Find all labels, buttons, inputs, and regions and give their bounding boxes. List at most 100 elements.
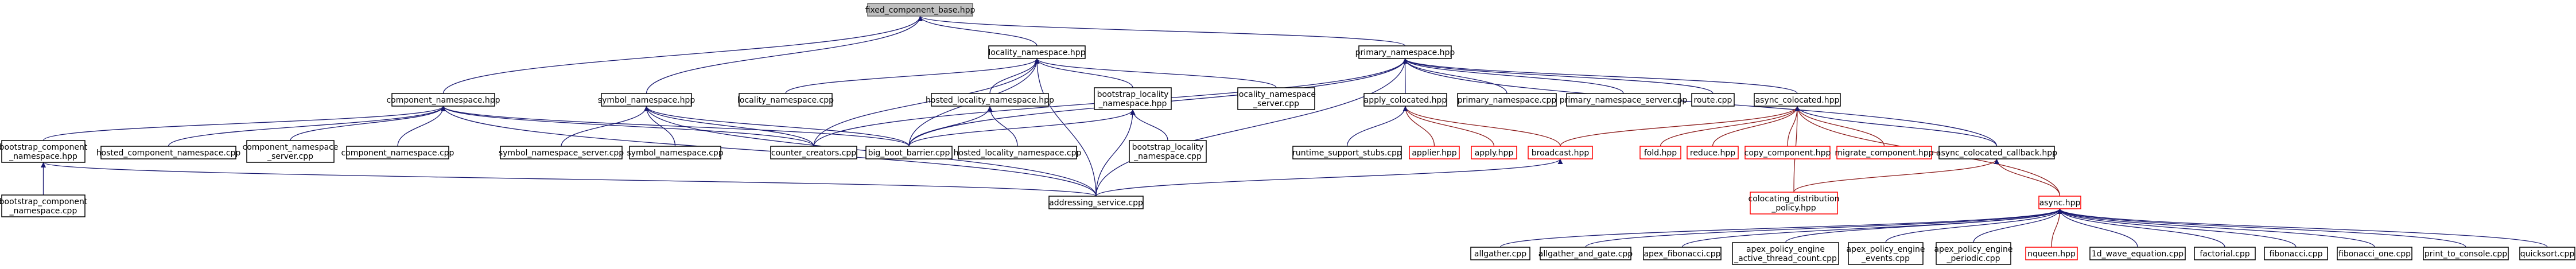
dependency-edge xyxy=(1402,106,1561,147)
node-label: locality_namespace.hpp xyxy=(988,48,1085,57)
node-allgather-cpp[interactable]: allgather.cpp xyxy=(1470,247,1530,260)
node-applier-hpp[interactable]: applier.hpp xyxy=(1409,146,1460,159)
node-box xyxy=(931,93,1049,107)
node-apex-policy-engine-periodic-cpp[interactable]: apex_policy_engine_periodic.cpp xyxy=(1934,242,2013,265)
node-hosted-locality-namespace-cpp[interactable]: hosted_locality_namespace.cpp xyxy=(954,146,1082,159)
node-box xyxy=(1457,93,1557,107)
node-route-cpp[interactable]: route.cpp xyxy=(1691,93,1735,107)
node-label: hosted_component_namespace.cpp xyxy=(96,149,241,158)
node-hosted-component-namespace-cpp[interactable]: hosted_component_namespace.cpp xyxy=(96,146,241,159)
node-broadcast-hpp[interactable]: broadcast.hpp xyxy=(1528,146,1593,159)
dependency-edge xyxy=(1402,106,1495,147)
node-label: component_namespace.cpp xyxy=(341,149,454,158)
node-primary-namespace-server-cpp[interactable]: primary_namespace_server.cpp xyxy=(1560,93,1688,107)
dependency-edge xyxy=(1785,208,2062,243)
node-fibonacci-cpp[interactable]: fibonacci.cpp xyxy=(2264,247,2328,260)
node-box xyxy=(1528,146,1593,159)
dependency-edge xyxy=(1794,106,1885,147)
node-symbol-namespace-hpp[interactable]: symbol_namespace.hpp xyxy=(598,93,696,107)
node-bootstrap-component-namespace-cpp[interactable]: bootstrap_component_namespace.cpp xyxy=(0,194,88,217)
node-bootstrap-locality-namespace-hpp[interactable]: bootstrap_locality_namespace.hpp xyxy=(1094,87,1172,110)
node-primary-namespace-hpp[interactable]: primary_namespace.hpp xyxy=(1355,45,1455,59)
dependency-edge xyxy=(1585,208,2062,248)
node-box xyxy=(1938,146,2055,159)
node-async-colocated-callback-hpp[interactable]: async_colocated_callback.hpp xyxy=(1936,146,2057,159)
node-bootstrap-locality-namespace-cpp[interactable]: bootstrap_locality_namespace.cpp xyxy=(1129,140,1207,163)
node-async-colocated-hpp[interactable]: async_colocated.hpp xyxy=(1754,93,1841,107)
node-box xyxy=(739,93,833,107)
node-apply-colocated-hpp[interactable]: apply_colocated.hpp xyxy=(1363,93,1447,107)
node-box xyxy=(1566,93,1681,107)
node-quicksort-cpp[interactable]: quicksort.cpp xyxy=(2519,247,2575,260)
node-label: factorial.cpp xyxy=(2200,249,2249,259)
node-allgather-and-gate-cpp[interactable]: allgather_and_gate.cpp xyxy=(1538,247,1633,260)
dependency-edge xyxy=(1034,58,1097,197)
node-box xyxy=(988,45,1086,59)
node-label: addressing_service.cpp xyxy=(1049,198,1143,208)
dependency-edge xyxy=(643,106,676,147)
dependency-edge xyxy=(1402,58,1798,94)
node-label: apex_policy_engine xyxy=(1746,245,1825,254)
node-locality-namespace-hpp[interactable]: locality_namespace.hpp xyxy=(988,45,1086,59)
node-label: apply_colocated.hpp xyxy=(1364,96,1447,105)
node-bootstrap-component-namespace-hpp[interactable]: bootstrap_component_namespace.hpp xyxy=(0,140,88,163)
node-factorial-cpp[interactable]: factorial.cpp xyxy=(2194,247,2256,260)
node-primary-namespace-cpp[interactable]: primary_namespace.cpp xyxy=(1457,93,1557,107)
node-label: component_namespace.hpp xyxy=(386,96,500,105)
node-box xyxy=(1848,242,1924,265)
node-fold-hpp[interactable]: fold.hpp xyxy=(1639,146,1681,159)
node-label: bootstrap_component xyxy=(0,143,88,152)
node-colocating-distribution-policy-hpp[interactable]: colocating_distribution_policy.hpp xyxy=(1749,192,1840,215)
node-counter-creators-cpp[interactable]: counter_creators.cpp xyxy=(770,146,857,159)
node-locality-namespace-server-cpp[interactable]: locality_namespace_server.cpp xyxy=(1237,87,1316,110)
node-fibonacci-one-cpp[interactable]: fibonacci_one.cpp xyxy=(2337,247,2412,260)
node-symbol-namespace-cpp[interactable]: symbol_namespace.cpp xyxy=(627,146,724,159)
node-symbol-namespace-server-cpp[interactable]: symbol_namespace_server.cpp xyxy=(499,146,624,159)
node-label: copy_component.hpp xyxy=(1744,149,1831,158)
node-copy-component-hpp[interactable]: copy_component.hpp xyxy=(1744,146,1831,159)
dependency-edge xyxy=(2057,208,2297,248)
node-box xyxy=(1643,247,1722,260)
node-apex-policy-engine-events-cpp[interactable]: apex_policy_engine_events.cpp xyxy=(1846,242,1925,265)
dependency-edge xyxy=(1973,208,2063,243)
dependency-edge xyxy=(1034,58,1133,88)
node-print-to-console-cpp[interactable]: print_to_console.cpp xyxy=(2423,247,2509,260)
node-root[interactable]: fixed_component_base.hpp xyxy=(865,3,976,17)
node-runtime-support-stubs-cpp[interactable]: runtime_support_stubs.cpp xyxy=(1292,146,1402,159)
dependency-edge xyxy=(1712,106,1800,147)
node-label: _namespace.cpp xyxy=(9,206,77,216)
node-apply-hpp[interactable]: apply.hpp xyxy=(1471,146,1517,159)
dependency-edge xyxy=(441,106,1097,197)
node-label: _periodic.cpp xyxy=(1946,254,2000,263)
node-label: apex_policy_engine xyxy=(1846,245,1925,254)
node-box xyxy=(2025,247,2078,260)
node-component-namespace-hpp[interactable]: component_namespace.hpp xyxy=(386,93,500,107)
node-component-namespace-server-cpp[interactable]: component_namespace_server.cpp xyxy=(243,140,339,163)
dependency-edge xyxy=(1402,58,1714,94)
node-component-namespace-cpp[interactable]: component_namespace.cpp xyxy=(341,146,454,159)
dependency-edge xyxy=(1994,158,2061,197)
node-label: bootstrap_locality xyxy=(1132,143,1204,152)
node-label: reduce.hpp xyxy=(1690,149,1735,158)
node-box xyxy=(1732,242,1839,265)
node-apex-fibonacci-cpp[interactable]: apex_fibonacci.cpp xyxy=(1643,247,1722,260)
node-apex-policy-engine-active-thread-count-cpp[interactable]: apex_policy_engine_active_thread_count.c… xyxy=(1732,242,1839,265)
node-addressing-service-cpp[interactable]: addressing_service.cpp xyxy=(1048,196,1144,209)
node-hosted-locality-namespace-hpp[interactable]: hosted_locality_namespace.hpp xyxy=(926,93,1054,107)
node-nqueen-hpp[interactable]: nqueen.hpp xyxy=(2025,247,2078,260)
node-locality-namespace-cpp[interactable]: locality_namespace.cpp xyxy=(737,93,834,107)
node-box xyxy=(1744,146,1831,159)
node-box xyxy=(629,146,721,159)
node-reduce-hpp[interactable]: reduce.hpp xyxy=(1687,146,1739,159)
node-big-boot-barrier-cpp[interactable]: big_boot_barrier.cpp xyxy=(865,146,953,159)
node-async-hpp[interactable]: async.hpp xyxy=(2038,196,2081,209)
node-migrate-component-hpp[interactable]: migrate_component.hpp xyxy=(1835,146,1934,159)
node-box xyxy=(1363,93,1447,107)
dependency-edge xyxy=(1095,158,1563,197)
dependency-edge xyxy=(168,106,446,147)
node-1d-wave-equation-cpp[interactable]: 1d_wave_equation.cpp xyxy=(2089,247,2186,260)
dependency-edge xyxy=(1885,208,2062,243)
node-box xyxy=(246,140,335,163)
dependency-edge xyxy=(1499,208,2062,248)
